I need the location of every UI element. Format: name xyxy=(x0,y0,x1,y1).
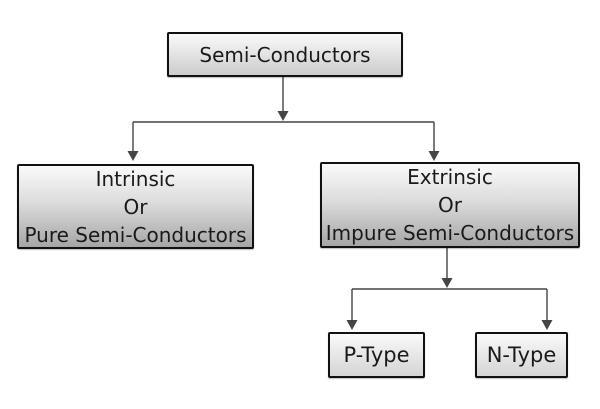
node-n-type: N-Type xyxy=(475,332,568,378)
node-semi-conductors: Semi-Conductors xyxy=(167,32,403,77)
arrowhead-down-icon xyxy=(541,320,553,330)
node-p-type: P-Type xyxy=(328,332,425,378)
edge-extrinsic-to-split xyxy=(441,248,453,288)
node-intrinsic-pure-semi-conductors: Intrinsic Or Pure Semi-Conductors xyxy=(17,164,254,249)
node-extrinsic-impure-semi-conductors: Extrinsic Or Impure Semi-Conductors xyxy=(320,162,580,248)
arrowhead-down-icon xyxy=(277,111,289,121)
arrowhead-down-icon xyxy=(346,320,358,330)
edge-split1-to-intrinsic xyxy=(127,122,139,161)
arrowhead-down-icon xyxy=(127,151,139,161)
edge-split1-to-extrinsic xyxy=(428,122,440,161)
edge-split2-to-ptype xyxy=(346,289,358,330)
arrowhead-down-icon xyxy=(441,278,453,288)
edge-split2-to-ntype xyxy=(541,289,553,330)
arrowhead-down-icon xyxy=(428,151,440,161)
edge-root-to-split xyxy=(277,77,289,121)
